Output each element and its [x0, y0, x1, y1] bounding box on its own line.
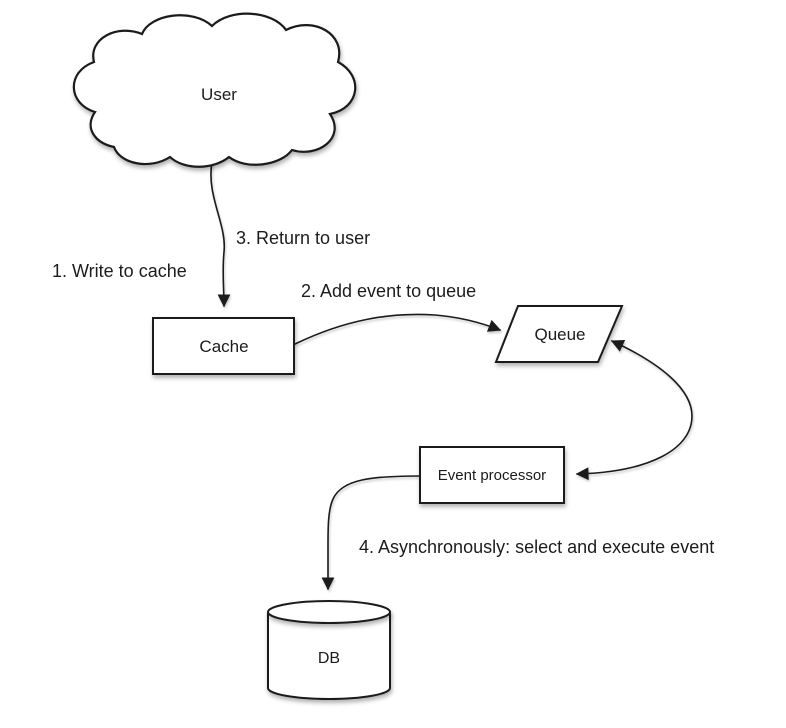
shapes-layer: [72, 12, 624, 700]
edge-queue-event-processor-arrow: [575, 340, 693, 481]
edge-label-step2: 2. Add event to queue: [301, 281, 476, 301]
edge-labels-layer: 1. Write to cache 3. Return to user 2. A…: [52, 228, 714, 557]
db-cylinder: [267, 600, 391, 700]
event-processor-label: Event processor: [438, 467, 546, 484]
edges-layer: [210, 161, 693, 591]
cache-label: Cache: [199, 337, 248, 356]
user-label: User: [201, 85, 237, 104]
db-label: DB: [318, 650, 340, 667]
edge-user-to-cache-arrow: [210, 161, 231, 308]
db-cylinder-body: [267, 612, 391, 700]
queue-parallelogram: [494, 305, 624, 363]
edge-label-step3: 3. Return to user: [236, 228, 370, 248]
user-cloud: [72, 12, 357, 168]
db-cylinder-top: [267, 600, 391, 624]
event-processor-box: [419, 446, 565, 504]
edge-cache-to-queue-arrow: [294, 313, 502, 345]
cache-box: [152, 317, 295, 375]
edge-label-step4: 4. Asynchronously: select and execute ev…: [359, 537, 714, 557]
edge-label-step1: 1. Write to cache: [52, 261, 187, 281]
queue-label: Queue: [534, 325, 585, 344]
node-labels-layer: User Cache Queue Event processor DB: [199, 85, 585, 667]
edge-event-processor-to-db-arrow: [321, 475, 422, 591]
